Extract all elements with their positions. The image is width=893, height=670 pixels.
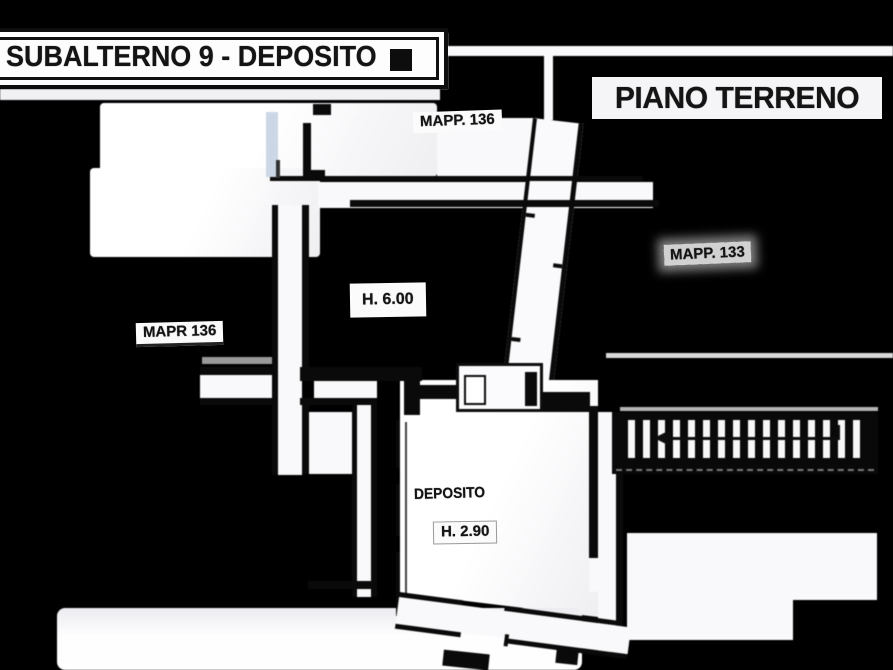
label-mapp-right: MAPP. 133 xyxy=(663,241,752,266)
wall-segment xyxy=(272,205,278,475)
wall-segment xyxy=(200,398,273,405)
dashed-line xyxy=(616,469,874,471)
wall-segment xyxy=(589,406,598,558)
corridor-vertical xyxy=(278,205,302,475)
label-room-name: DEPOSITO xyxy=(413,484,486,503)
floor-label-band: PIANO TERRENO xyxy=(592,77,882,119)
wall-inner-line xyxy=(405,422,407,596)
wall-segment xyxy=(200,367,272,375)
bay-leaf xyxy=(525,372,537,406)
corridor-connector xyxy=(544,56,553,120)
deposito-room-area xyxy=(400,380,598,617)
wall-segment xyxy=(543,392,590,412)
bay-frame xyxy=(464,375,486,405)
wall-segment xyxy=(303,123,311,177)
wall-segment xyxy=(302,205,309,377)
label-height-room: H. 2.90 xyxy=(432,520,498,545)
stair-arrow xyxy=(654,430,670,446)
wall-segment xyxy=(396,420,400,468)
door-bay xyxy=(456,363,543,412)
title-box: SUBALTERNO 9 - DEPOSITO xyxy=(0,28,448,89)
wall-segment xyxy=(270,176,643,181)
corridor-vertical xyxy=(357,405,371,597)
label-mapp-left: MAPR 136 xyxy=(135,320,224,347)
wall-notch xyxy=(313,104,331,115)
stair-arrow-hook xyxy=(837,425,840,439)
top-strip xyxy=(437,46,893,56)
stair-arrow-shaft xyxy=(668,437,840,440)
title-underside-strip xyxy=(0,89,440,100)
wall-segment xyxy=(616,474,623,652)
staircase xyxy=(612,412,878,474)
label-height-main: H. 6.00 xyxy=(349,282,426,318)
wall-segment xyxy=(300,367,422,381)
label-mapp-top: MAPP. 136 xyxy=(412,109,503,134)
wall-halo xyxy=(202,357,274,364)
wall-corner xyxy=(303,170,325,179)
title-box-mark xyxy=(390,49,412,71)
wall-segment xyxy=(350,200,659,207)
wall-halo xyxy=(606,353,893,358)
wall-halo xyxy=(620,407,878,411)
wall-segment xyxy=(396,552,400,616)
floor-label: PIANO TERRENO xyxy=(614,80,860,115)
corridor-horizontal xyxy=(200,375,272,398)
corridor-horizontal xyxy=(314,381,377,398)
wall-segment xyxy=(308,581,372,589)
glass-partition xyxy=(266,112,278,177)
title-box-inner-frame xyxy=(0,37,439,80)
partition-edge xyxy=(276,160,280,178)
wall-segment xyxy=(408,385,456,399)
wall-segment xyxy=(302,398,309,474)
wall-segment xyxy=(300,398,377,405)
wall-segment xyxy=(352,405,357,597)
wall-segment xyxy=(396,484,400,536)
page-title: SUBALTERNO 9 - DEPOSITO xyxy=(6,41,377,73)
wall-segment xyxy=(371,405,377,597)
wall-opening xyxy=(589,558,598,592)
